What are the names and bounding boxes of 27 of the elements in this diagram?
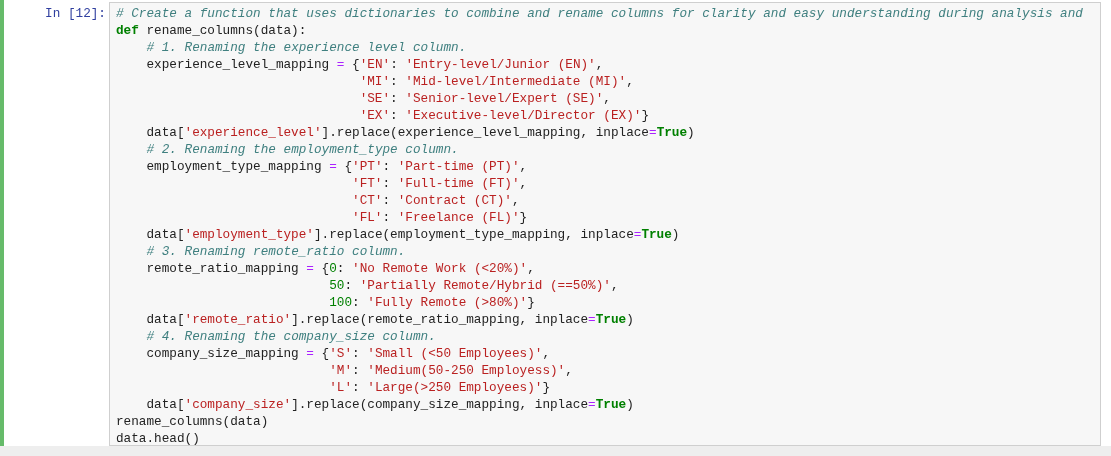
code-comment: # 4. Renaming the company_size column.: [145, 328, 436, 345]
code-comment: # 3. Renaming remote_ratio column.: [145, 243, 406, 260]
code-line: data['company_size'].replace(company_size_mapping, inplace=True): [145, 396, 634, 413]
code-line: 'FL': 'Freelance (FL)'}: [351, 209, 528, 226]
code-line: def rename_columns(data):: [116, 22, 307, 39]
code-line: 'M': 'Medium(50-250 Employess)',: [328, 362, 573, 379]
code-line: 'SE': 'Senior-level/Expert (SE)',: [358, 90, 611, 107]
code-line: 'CT': 'Contract (CT)',: [351, 192, 520, 209]
code-line: 100: 'Fully Remote (>80%)'}: [328, 294, 535, 311]
code-line: 'EX': 'Executive-level/Director (EX)'}: [358, 107, 649, 124]
code-line: 'L': 'Large(>250 Employees)'}: [328, 379, 550, 396]
code-line: company_size_mapping = {'S': 'Small (<50 Employees)',: [145, 345, 551, 362]
code-line: data['remote_ratio'].replace(remote_ratio_mapping, inplace=True): [145, 311, 634, 328]
code-comment: # 1. Renaming the experience level column.: [145, 39, 467, 56]
code-line: data['experience_level'].replace(experience_level_mapping, inplace=True): [145, 124, 695, 141]
code-line: 'FT': 'Full-time (FT)',: [351, 175, 528, 192]
code-line: 50: 'Partially Remote/Hybrid (==50%)',: [328, 277, 619, 294]
code-comment: # 2. Renaming the employment_type column.: [145, 141, 459, 158]
code-line: employment_type_mapping = {'PT': 'Part-time (PT)',: [145, 158, 528, 175]
code-line: experience_level_mapping = {'EN': 'Entry-level/Junior (EN)',: [145, 56, 604, 73]
code-line: rename_columns(data): [116, 413, 269, 430]
code-line: data.head(): [116, 430, 200, 445]
code-line: 'MI': 'Mid-level/Intermediate (MI)',: [358, 73, 634, 90]
cell-prompt: In [12]:: [44, 5, 106, 22]
code-line: remote_ratio_mapping = {0: 'No Remote Work (<20%)',: [145, 260, 535, 277]
code-comment: # Create a function that uses dictionaries to combine and rename columns for clarity and easy understanding during analysis and: [116, 5, 1083, 22]
code-line: data['employment_type'].replace(employment_type_mapping, inplace=True): [145, 226, 680, 243]
